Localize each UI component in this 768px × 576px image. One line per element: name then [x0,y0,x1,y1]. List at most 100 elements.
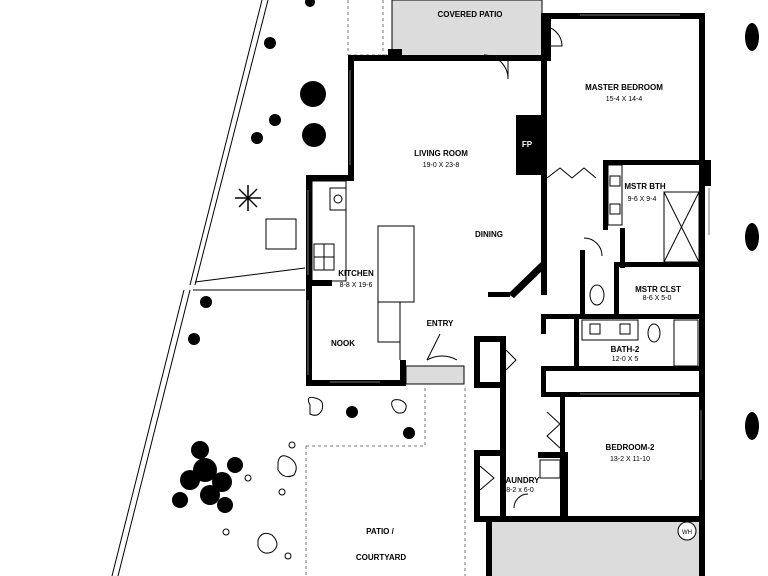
shrub-small-2 [269,114,281,126]
kitchen-counter [311,180,347,282]
entry-stoop [405,365,465,385]
landscaping [172,0,759,560]
sink-bowl [333,194,343,204]
property-line-upper [194,0,269,286]
property-line-upper-inner [189,0,263,286]
wall-master-left [541,13,551,61]
bedroom2-bifold [546,411,561,449]
flower-2 [278,488,286,496]
master-sink-2 [609,203,621,215]
bath2-toilet [647,323,661,343]
entry-label: ENTRY [427,319,454,328]
fireplace-block [516,115,541,175]
property-line-lower [117,289,191,576]
shower-diagonal-2 [663,191,700,263]
wall-closet-right [500,336,506,388]
garage-area: WH [492,521,700,576]
kitchen-dims: 8-8 X 19-6 [340,282,373,289]
fireplace-label: FP [522,140,533,149]
wall-closet-left [614,262,619,316]
patio-door-swing [483,54,509,80]
closet-bifold [505,349,517,371]
master-sink-1 [609,175,621,187]
windows [307,14,710,480]
site-lines [111,0,306,576]
master-exterior-door [541,25,563,47]
wall-dining-angle [508,262,547,298]
flower-3 [244,474,252,482]
wall-entry-left-post [400,360,406,386]
laundry-door [479,465,495,491]
master-bedroom-dims: 15-4 X 14-4 [606,96,643,103]
wall-bath2-left-stub [541,314,546,334]
covered-patio-area: COVERED PATIO [347,0,543,57]
bath2-vanity [581,319,639,341]
master-toilet [589,284,605,306]
wall-closet-top [474,336,506,342]
courtyard-label: COURTYARD [356,553,407,562]
kitchen-island [377,225,415,303]
wall-dining-angle-post [541,255,547,295]
wall-post-living [388,49,402,61]
wall-closet-top [614,262,699,267]
property-line-lower-inner [111,289,185,576]
bath2-sink-2 [619,323,631,335]
wall-laundry-top-right [538,452,568,458]
bath-fixtures [539,164,700,479]
kitchen-label: KITCHEN [338,269,374,278]
shrub-2 [302,123,326,147]
mstr-closet-label: MSTR CLST [635,285,681,294]
shrub-small-6 [188,333,200,345]
patio-label: PATIO / [366,527,394,536]
laundry-dims: 8-2 x 6-0 [506,487,534,494]
wall-master-top [541,13,705,19]
flower-5 [284,552,292,560]
bath2-label: BATH-2 [611,345,640,354]
boulder-4 [257,532,278,554]
living-room-label: LIVING ROOM [414,149,468,158]
bedroom2-dims: 13-2 X 11-10 [610,456,650,463]
shrub-east-3 [745,412,759,440]
entry-door-leaf [426,333,441,361]
laundry-sink [539,459,561,479]
shrub-small-8 [346,406,358,418]
shrub-small-4 [305,0,315,7]
wall-closet-left [474,336,480,388]
large-tree [172,441,243,513]
water-heater-label: WH [682,530,692,536]
bath2-tub [673,319,699,367]
wall-bedroom2-right [699,380,705,530]
wall-living-west [348,55,354,175]
wall-living-top-left [348,55,392,61]
kitchen-fixtures [311,180,415,360]
wall-east-mid [699,186,705,380]
planter-square [265,218,297,250]
shrub-small-7 [403,427,415,439]
boulder-2 [391,399,407,414]
bath2-sink-1 [589,323,601,335]
wall-laundry-left [474,450,480,520]
wall-bath-top [603,160,699,165]
wall-kitchen-top [306,175,354,181]
wall-garage-right [699,516,705,576]
wall-bath2-bottom [541,366,705,371]
boulder-3 [277,455,297,478]
flower-1 [288,441,296,449]
mstr-bath-label: MSTR BTH [624,182,666,191]
nook-label: NOOK [331,339,355,348]
wall-garage-left [486,516,492,576]
wall-laundry-top [474,450,506,456]
shrub-east-2 [745,223,759,251]
flower-4 [222,528,230,536]
shrub-1 [300,81,326,107]
wall-bath2-top [541,314,705,319]
covered-patio-label: COVERED PATIO [437,10,502,19]
wall-bedroom2-left-top [541,366,546,396]
laundry-label: LAUNDRY [501,476,540,485]
wall-dining-stub [488,292,510,297]
wall-laundry-bottom [474,516,564,522]
mstr-bath-dims: 9-6 X 9-4 [628,196,657,203]
wall-bath-inner [620,228,625,268]
starburst-plant [235,185,261,211]
master-bedroom-label: MASTER BEDROOM [585,83,663,92]
